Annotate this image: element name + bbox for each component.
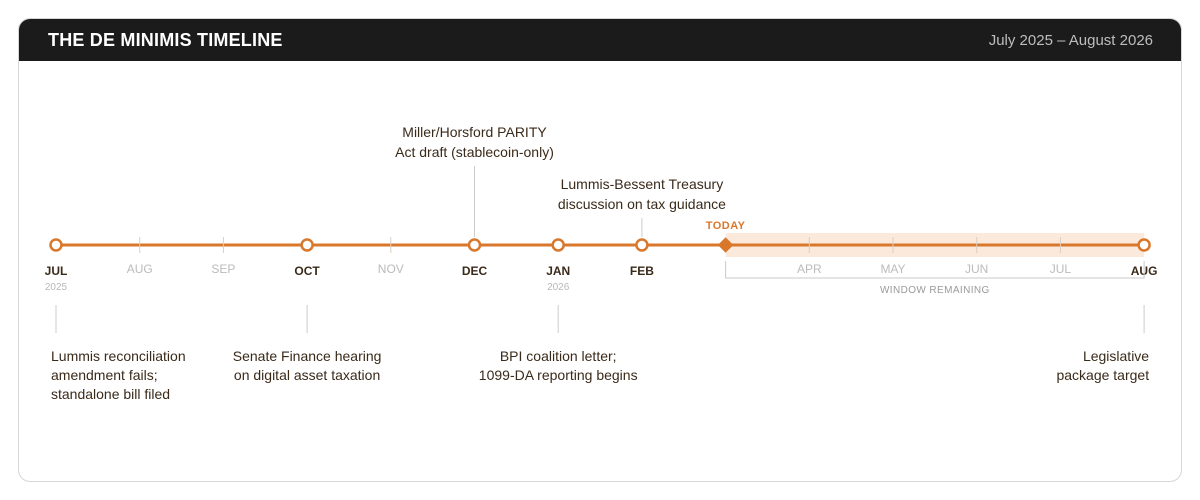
event-label-line: BPI coalition letter; [500,348,617,364]
month-label: JUL [1050,262,1072,276]
milestone-marker [49,238,63,252]
event-label-line: Miller/Horsford PARITY [402,124,547,140]
event-label-line: Lummis reconciliation [51,348,186,364]
month-label: FEB [630,264,654,278]
header-bar: THE DE MINIMIS TIMELINE July 2025 – Augu… [19,19,1181,61]
event-label-line: standalone bill filed [51,386,170,402]
event-label-line: amendment fails; [51,367,158,383]
date-range: July 2025 – August 2026 [988,32,1153,49]
event-label-line: Act draft (stablecoin-only) [395,144,554,160]
month-label: JUN [965,262,988,276]
month-label: APR [797,262,822,276]
month-label: JUL [45,264,68,278]
month-label: SEP [211,262,235,276]
event-label-line: Senate Finance hearing [233,348,382,364]
month-label: NOV [378,262,404,276]
event-label-line: on digital asset taxation [234,367,380,383]
milestone-marker [467,238,482,252]
milestone-marker [300,238,314,252]
page-title: THE DE MINIMIS TIMELINE [48,30,283,50]
month-label: MAY [880,262,905,276]
today-marker [717,237,734,253]
event-label-line: package target [1056,367,1149,383]
window-bracket [725,261,1145,279]
month-label: DEC [462,264,488,278]
event-label-line: 1099-DA reporting begins [479,367,638,383]
milestone-marker [1137,238,1151,252]
year-label: 2025 [45,282,68,293]
event-label-line: Legislative [1083,348,1149,364]
month-label: AUG [127,262,153,276]
year-label: 2026 [547,282,570,293]
event-label-line: Lummis-Bessent Treasury [561,176,724,192]
month-label: JAN [546,264,570,278]
event-label-line: discussion on tax guidance [558,196,726,212]
month-label: OCT [294,264,320,278]
window-remaining-label: WINDOW REMAINING [880,285,990,296]
today-label: TODAY [706,220,746,232]
milestone-marker [635,238,649,252]
milestone-marker [551,238,565,252]
